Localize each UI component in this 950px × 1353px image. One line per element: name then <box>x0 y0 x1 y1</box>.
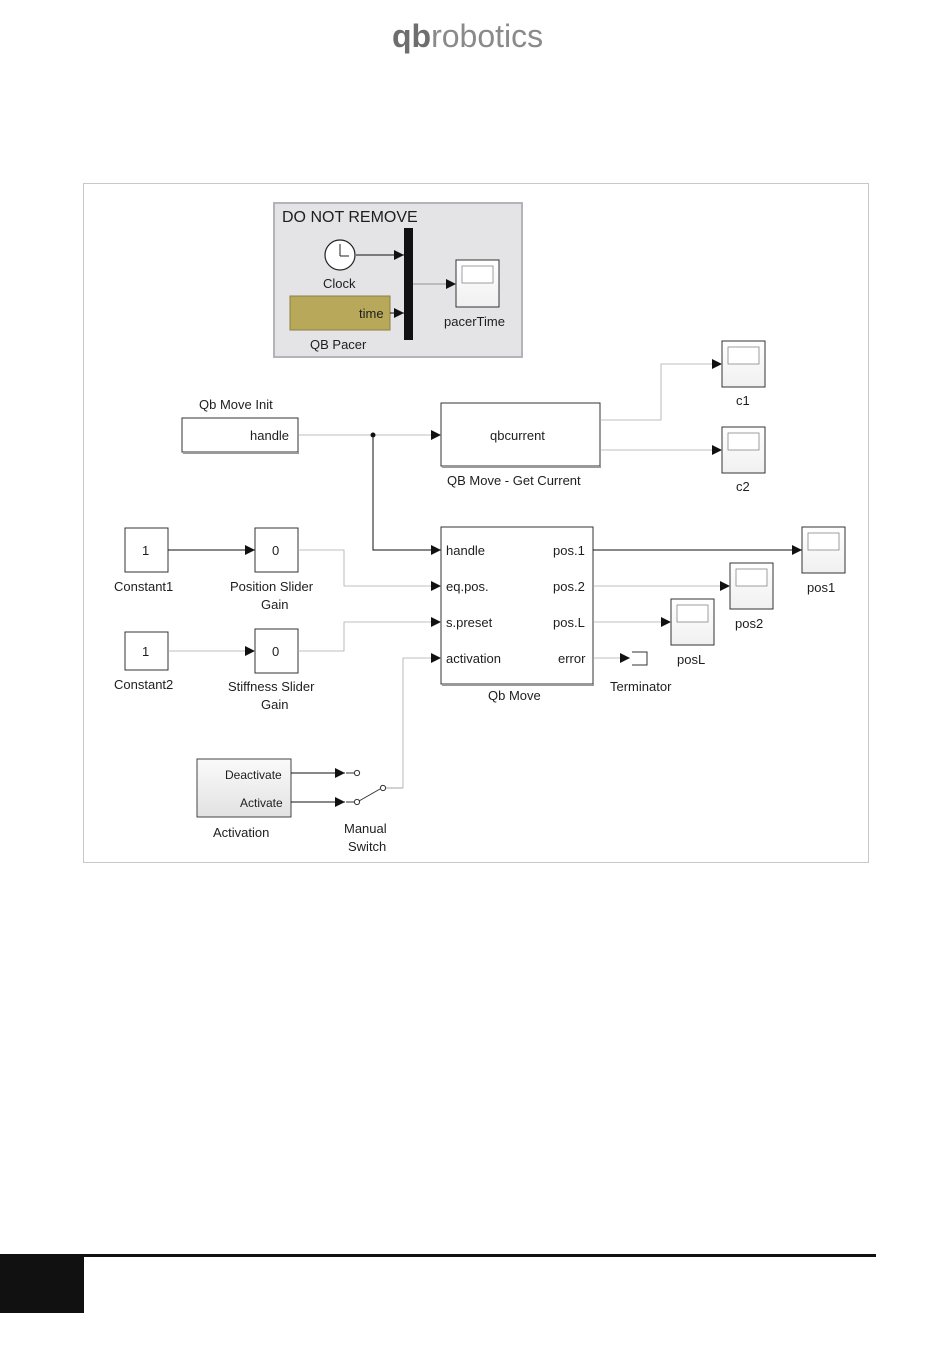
activation-deactivate-port: Deactivate <box>225 768 282 782</box>
qb-move-block[interactable] <box>440 526 594 685</box>
qbrobotics-logo: qbrobotics <box>392 18 562 64</box>
logo-qb: qb <box>392 18 432 54</box>
footer-page-box <box>0 1257 84 1313</box>
position-slider-gain-label-2: Gain <box>261 597 288 612</box>
scope-screen-icon <box>727 346 760 365</box>
scope-pos1-label: pos1 <box>807 580 835 595</box>
constant1-label: Constant1 <box>114 579 173 594</box>
qb-move-init-title: Qb Move Init <box>199 397 273 412</box>
logo-robotics: robotics <box>431 18 544 54</box>
constant2-value: 1 <box>142 644 149 659</box>
position-slider-gain-label-1: Position Slider <box>230 579 314 594</box>
qb-move-input-handle: handle <box>446 543 485 558</box>
stiffness-slider-gain-label-1: Stiffness Slider <box>228 679 315 694</box>
scope-screen-icon <box>735 568 768 587</box>
manual-switch-label-1: Manual <box>344 821 387 836</box>
constant2-block[interactable] <box>124 631 169 671</box>
qb-move-output-pos1: pos.1 <box>553 543 585 558</box>
qb-move-input-eqpos: eq.pos. <box>446 579 489 594</box>
activation-label: Activation <box>213 825 269 840</box>
pacer-group-label: DO NOT REMOVE <box>282 209 418 226</box>
scope-screen-icon <box>727 432 760 451</box>
position-slider-gain-value: 0 <box>272 543 279 558</box>
qb-move-output-pos2: pos.2 <box>553 579 585 594</box>
stiffness-slider-gain-label-2: Gain <box>261 697 288 712</box>
get-current-function: qbcurrent <box>490 428 545 443</box>
manual-switch-block[interactable] <box>291 768 403 807</box>
scope-pos2-label: pos2 <box>735 616 763 631</box>
position-slider-gain-block[interactable] <box>254 527 299 573</box>
clock-label: Clock <box>323 276 356 291</box>
footer-rule <box>0 1254 876 1257</box>
manual-switch-label-2: Switch <box>348 839 386 854</box>
constant1-block[interactable] <box>124 527 169 573</box>
scope-screen-icon <box>676 604 709 623</box>
scope-c2-label: c2 <box>736 479 750 494</box>
constant1-value: 1 <box>142 543 149 558</box>
qb-move-init-block[interactable] <box>181 417 299 453</box>
qb-move-output-error: error <box>558 651 586 666</box>
clock-block[interactable] <box>324 239 356 271</box>
scope-c1-label: c1 <box>736 393 750 408</box>
scope-screen-icon <box>807 532 840 551</box>
scope-posL-label: posL <box>677 652 705 667</box>
signal-lines <box>168 359 802 788</box>
pacer-group[interactable]: DO NOT REMOVE Clock time QB Pacer pacerT… <box>273 202 523 358</box>
terminator-block[interactable] <box>632 651 648 666</box>
constant2-label: Constant2 <box>114 677 173 692</box>
simulink-diagram-frame <box>83 183 869 863</box>
qb-move-label: Qb Move <box>488 688 541 703</box>
qb-move-input-activation: activation <box>446 651 501 666</box>
get-current-label: QB Move - Get Current <box>447 473 581 488</box>
qb-move-output-posL: pos.L <box>553 615 585 630</box>
scope-screen-icon <box>461 265 494 284</box>
terminator-label: Terminator <box>610 679 672 694</box>
qb-pacer-port: time <box>359 306 384 321</box>
mux-block[interactable] <box>404 228 413 340</box>
activation-block[interactable] <box>196 758 292 818</box>
qb-pacer-label: QB Pacer <box>310 337 367 352</box>
stiffness-slider-gain-value: 0 <box>272 644 279 659</box>
activation-activate-port: Activate <box>240 796 283 810</box>
qb-move-input-spreset: s.preset <box>446 615 493 630</box>
qb-move-init-port: handle <box>250 428 289 443</box>
pacer-time-label: pacerTime <box>444 314 505 329</box>
